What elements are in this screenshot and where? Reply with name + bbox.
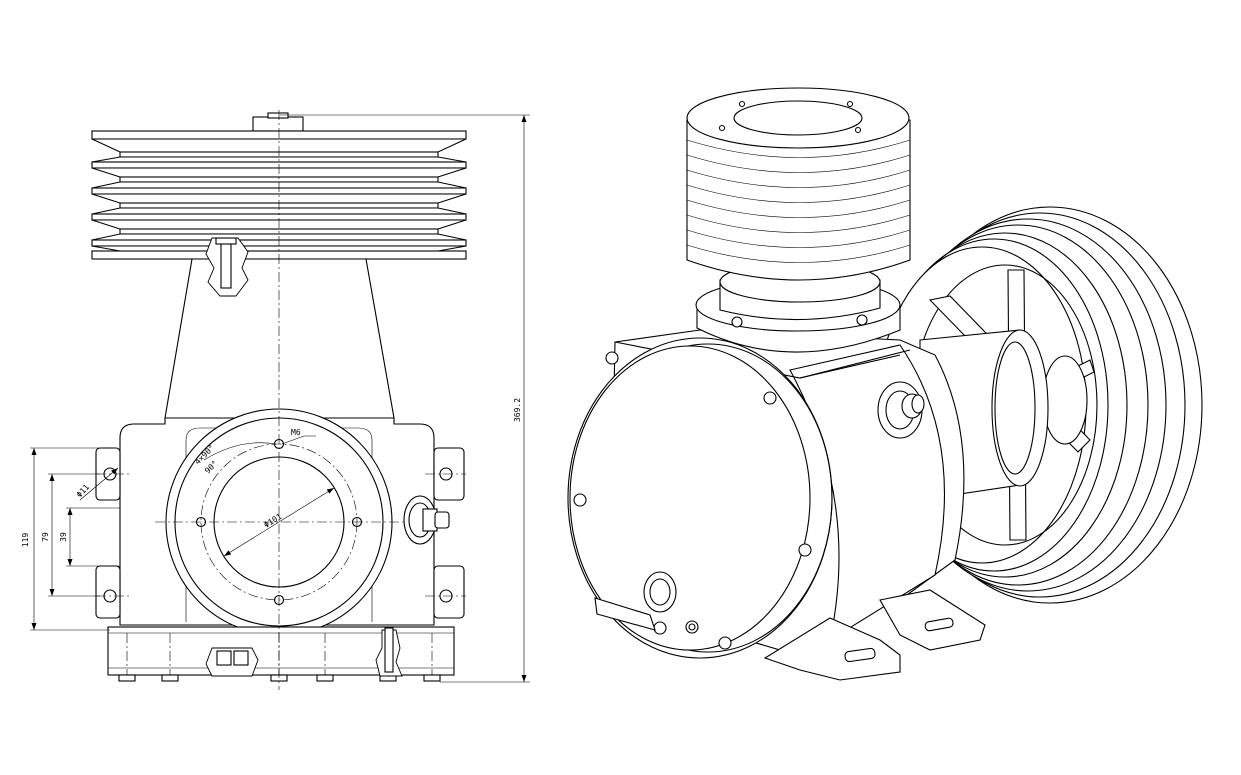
isometric-view	[567, 87, 1203, 681]
mount-foot-right-bottom	[433, 565, 465, 619]
mount-foot-left-bottom	[95, 565, 121, 619]
thread-label: M6	[291, 428, 301, 437]
side-plug	[403, 495, 450, 545]
top-pulley	[686, 87, 911, 353]
mount-hole-label: Φ11	[75, 482, 91, 499]
base-height-label: 119	[21, 533, 30, 548]
overall-height-label: 369.2	[513, 398, 522, 422]
mount-spacing-label: 79	[41, 532, 50, 542]
front-cover	[567, 337, 833, 659]
dimension-lines: 369.2 119 79 39 Φ11 Φ101 M6 4×90° 90°	[21, 114, 530, 683]
section-break-bottom-left	[205, 647, 259, 677]
elevation-view	[91, 110, 467, 690]
mount-slot-label: 39	[59, 532, 68, 542]
iso-base	[594, 589, 986, 681]
tapered-neck	[164, 258, 395, 419]
